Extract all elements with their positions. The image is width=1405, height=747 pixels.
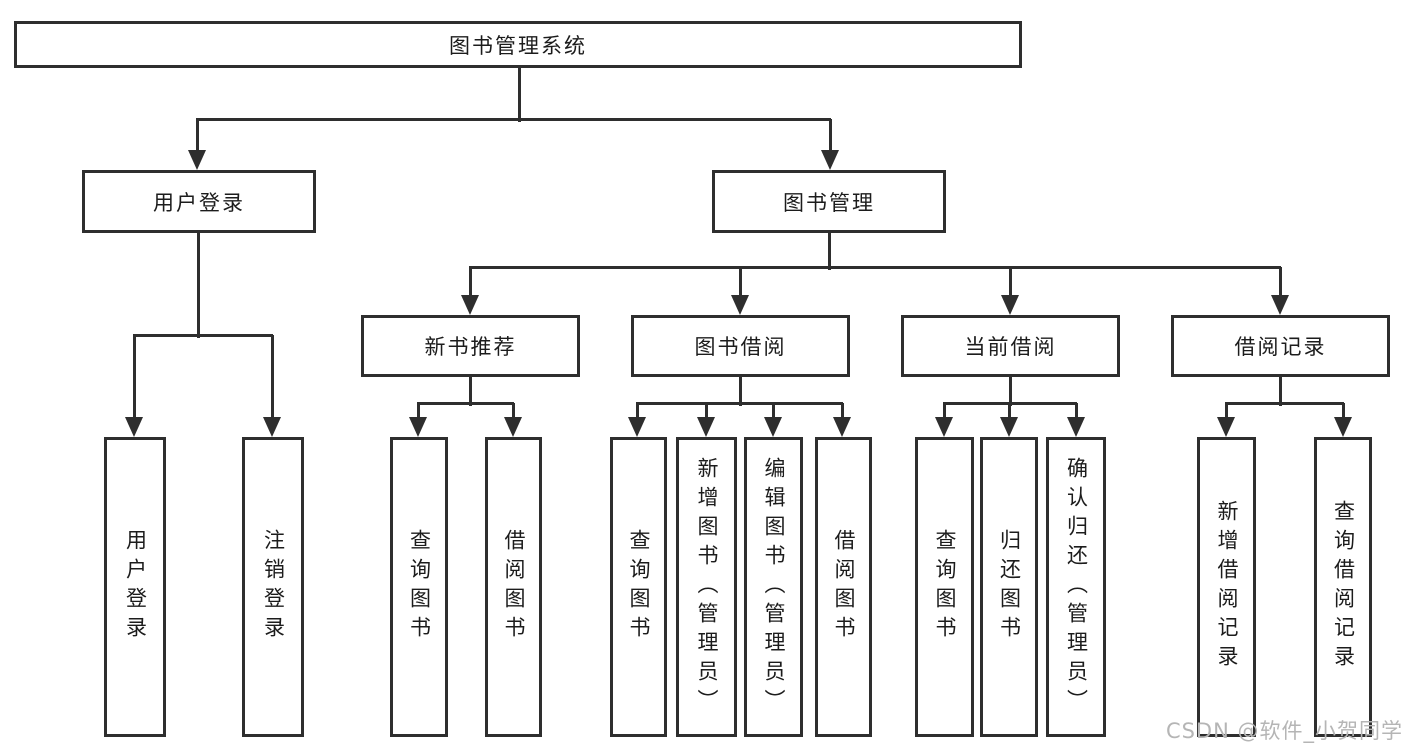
- arrow-down-icon: [1217, 417, 1235, 437]
- leaf-query-books-borrowing: 查询图书: [610, 437, 667, 737]
- csdn-watermark: CSDN @软件_小贺同学: [1165, 719, 1403, 743]
- connector-line: [271, 335, 274, 422]
- leaf-user-login: 用户登录: [104, 437, 166, 737]
- node-current-borrowing: 当前借阅: [901, 315, 1120, 377]
- connector-line: [1225, 402, 1344, 405]
- arrow-down-icon: [1001, 295, 1019, 315]
- connector-line: [197, 233, 200, 338]
- arrow-down-icon: [1067, 417, 1085, 437]
- connector-line: [1225, 403, 1228, 422]
- arrow-down-icon: [821, 150, 839, 170]
- connector-line: [133, 334, 273, 337]
- arrow-down-icon: [1334, 417, 1352, 437]
- connector-line: [1075, 403, 1078, 422]
- node-borrowing-records: 借阅记录: [1171, 315, 1390, 377]
- connector-line: [1279, 377, 1282, 406]
- arrow-down-icon: [1271, 295, 1289, 315]
- node-library-system: 图书管理系统: [14, 21, 1022, 68]
- arrow-down-icon: [188, 150, 206, 170]
- leaf-query-books-recommend: 查询图书: [390, 437, 448, 737]
- connector-line: [828, 233, 831, 270]
- connector-line: [518, 68, 521, 122]
- connector-line: [1279, 267, 1282, 300]
- leaf-confirm-return-admin: 确认归还（管理员）: [1046, 437, 1106, 737]
- connector-line: [772, 403, 775, 422]
- connector-line: [133, 335, 136, 422]
- connector-line: [469, 267, 472, 300]
- connector-line: [943, 402, 1077, 405]
- arrow-down-icon: [125, 417, 143, 437]
- leaf-borrow-books-recommend: 借阅图书: [485, 437, 542, 737]
- arrow-down-icon: [697, 417, 715, 437]
- arrow-down-icon: [504, 417, 522, 437]
- connector-line: [1008, 403, 1011, 422]
- leaf-return-books: 归还图书: [980, 437, 1038, 737]
- leaf-add-borrow-record: 新增借阅记录: [1197, 437, 1256, 737]
- connector-line: [739, 267, 742, 300]
- leaf-logout-login: 注销登录: [242, 437, 304, 737]
- leaf-edit-books-admin: 编辑图书（管理员）: [744, 437, 803, 737]
- connector-line: [417, 402, 514, 405]
- connector-line: [739, 377, 742, 406]
- connector-line: [469, 377, 472, 406]
- arrow-down-icon: [263, 417, 281, 437]
- connector-line: [841, 403, 844, 422]
- node-book-borrowing: 图书借阅: [631, 315, 850, 377]
- connector-line: [636, 402, 843, 405]
- connector-line: [417, 403, 420, 422]
- leaf-query-borrow-record: 查询借阅记录: [1314, 437, 1372, 737]
- connector-line: [1342, 403, 1345, 422]
- arrow-down-icon: [1000, 417, 1018, 437]
- arrow-down-icon: [731, 295, 749, 315]
- leaf-query-books-current: 查询图书: [915, 437, 974, 737]
- node-user-login: 用户登录: [82, 170, 316, 233]
- leaf-borrow-books-borrowing: 借阅图书: [815, 437, 872, 737]
- connector-line: [1009, 267, 1012, 300]
- connector-line: [705, 403, 708, 422]
- arrow-down-icon: [461, 295, 479, 315]
- connector-line: [943, 403, 946, 422]
- connector-line: [1009, 377, 1012, 406]
- connector-line: [196, 119, 199, 155]
- arrow-down-icon: [628, 417, 646, 437]
- arrow-down-icon: [833, 417, 851, 437]
- leaf-add-books-admin: 新增图书（管理员）: [676, 437, 737, 737]
- connector-line: [469, 266, 1281, 269]
- connector-line: [829, 119, 832, 155]
- connector-line: [636, 403, 639, 422]
- node-book-management: 图书管理: [712, 170, 946, 233]
- arrow-down-icon: [935, 417, 953, 437]
- arrow-down-icon: [764, 417, 782, 437]
- connector-line: [196, 118, 831, 121]
- connector-line: [512, 403, 515, 422]
- node-new-book-recommendation: 新书推荐: [361, 315, 580, 377]
- arrow-down-icon: [409, 417, 427, 437]
